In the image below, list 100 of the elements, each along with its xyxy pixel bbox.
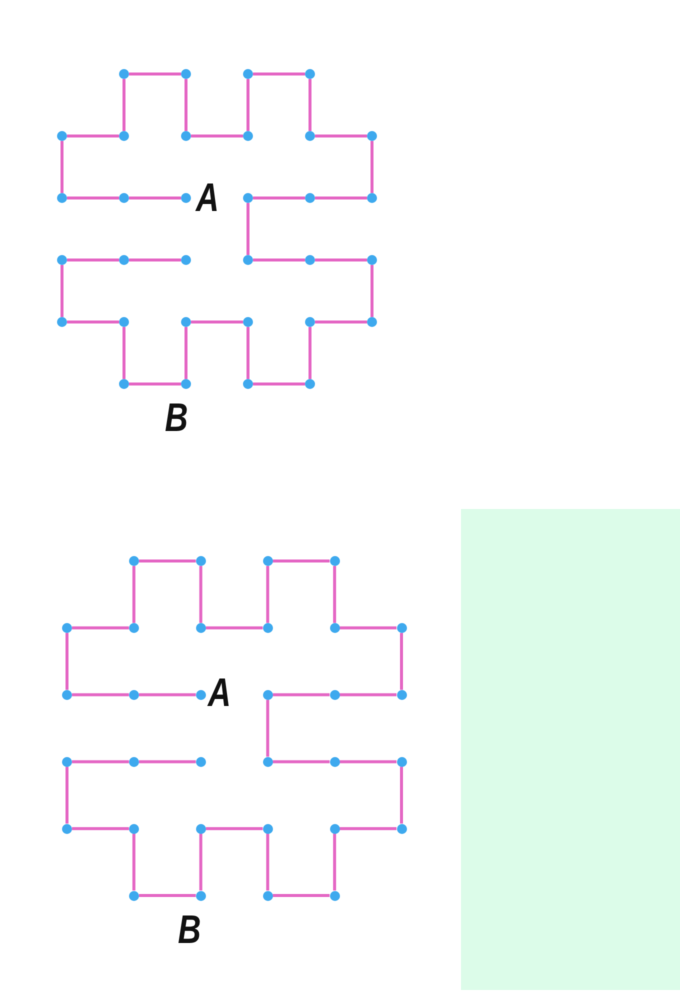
grid-point <box>396 690 406 700</box>
grid-point <box>128 824 139 834</box>
grid-point <box>330 824 340 834</box>
grid-point <box>262 556 273 566</box>
line-segment <box>340 760 396 764</box>
grid-point <box>62 690 72 700</box>
grid-point <box>262 890 273 900</box>
line-segment <box>253 382 305 386</box>
grid-point <box>262 622 273 633</box>
grid-point <box>243 379 253 389</box>
grid-point <box>305 379 315 389</box>
line-segment <box>266 566 270 623</box>
grid-point <box>396 622 406 633</box>
line-segment <box>400 632 403 690</box>
grid-point <box>128 890 139 900</box>
grid-point <box>181 317 191 327</box>
grid-point <box>119 193 129 203</box>
line-segment <box>206 626 263 630</box>
line-segment <box>315 320 367 324</box>
line-segment <box>272 693 330 696</box>
grid-point <box>243 193 253 203</box>
line-segment <box>315 134 367 138</box>
grid-point <box>196 890 206 900</box>
line-segment <box>199 834 202 890</box>
line-segment <box>400 766 403 824</box>
line-segment <box>138 560 196 562</box>
grid-point <box>396 756 406 767</box>
point-label: B <box>178 910 201 950</box>
line-segment <box>72 760 129 764</box>
line-segment <box>132 834 136 890</box>
line-segment <box>333 834 336 890</box>
line-segment <box>246 79 250 131</box>
grid-point <box>243 317 253 327</box>
line-segment <box>67 196 119 200</box>
line-segment <box>272 894 330 897</box>
grid-point <box>57 193 67 203</box>
grid-point <box>181 131 191 141</box>
line-segment <box>132 566 136 623</box>
grid-point <box>305 255 315 265</box>
grid-point <box>367 131 377 141</box>
line-segment <box>315 258 367 262</box>
line-segment <box>253 72 305 76</box>
grid-point <box>305 193 315 203</box>
line-segment <box>60 265 64 317</box>
line-segment <box>253 258 305 262</box>
line-segment <box>129 382 181 386</box>
grid-point <box>62 622 72 633</box>
grid-point <box>243 255 253 265</box>
line-segment <box>308 327 312 379</box>
point-label: A <box>196 178 219 218</box>
line-segment <box>129 72 181 76</box>
line-segment <box>184 79 188 131</box>
grid-point <box>119 131 129 141</box>
line-segment <box>206 827 263 830</box>
grid-point <box>181 255 191 265</box>
line-segment <box>266 700 270 757</box>
grid-point <box>330 556 340 566</box>
grid-point <box>119 317 129 327</box>
line-segment <box>315 196 367 200</box>
grid-point <box>119 69 129 79</box>
line-segment <box>199 566 202 623</box>
line-segment <box>122 327 126 379</box>
line-segment <box>66 766 68 824</box>
line-segment <box>67 258 119 262</box>
line-segment <box>129 258 181 262</box>
grid-point <box>57 317 67 327</box>
line-segment <box>129 196 181 200</box>
line-segment <box>370 141 374 193</box>
line-segment <box>67 134 119 138</box>
grid-point <box>367 317 377 327</box>
grid-point <box>262 824 273 834</box>
line-segment <box>60 141 64 193</box>
line-segment <box>72 827 129 830</box>
grid-point <box>128 556 139 566</box>
grid-point <box>305 69 315 79</box>
line-segment <box>333 566 336 623</box>
line-segment <box>253 196 305 200</box>
grid-point <box>330 622 340 633</box>
line-segment <box>72 626 129 630</box>
grid-point <box>128 756 139 767</box>
grid-point <box>396 824 406 834</box>
line-segment <box>184 327 188 379</box>
grid-point <box>62 824 72 834</box>
grid-point <box>243 69 253 79</box>
line-segment <box>340 827 396 830</box>
grid-point <box>181 193 191 203</box>
line-segment <box>67 320 119 324</box>
line-segment <box>246 327 250 379</box>
line-segment <box>246 203 250 255</box>
grid-point <box>367 193 377 203</box>
line-segment <box>66 632 68 690</box>
line-segment <box>138 760 196 764</box>
grid-point <box>196 556 206 566</box>
line-segment <box>340 693 396 696</box>
line-segment <box>308 79 312 131</box>
grid-point <box>62 756 72 767</box>
grid-point <box>330 690 340 700</box>
grid-point <box>196 622 206 633</box>
line-segment <box>138 693 196 696</box>
line-segment <box>340 626 396 630</box>
